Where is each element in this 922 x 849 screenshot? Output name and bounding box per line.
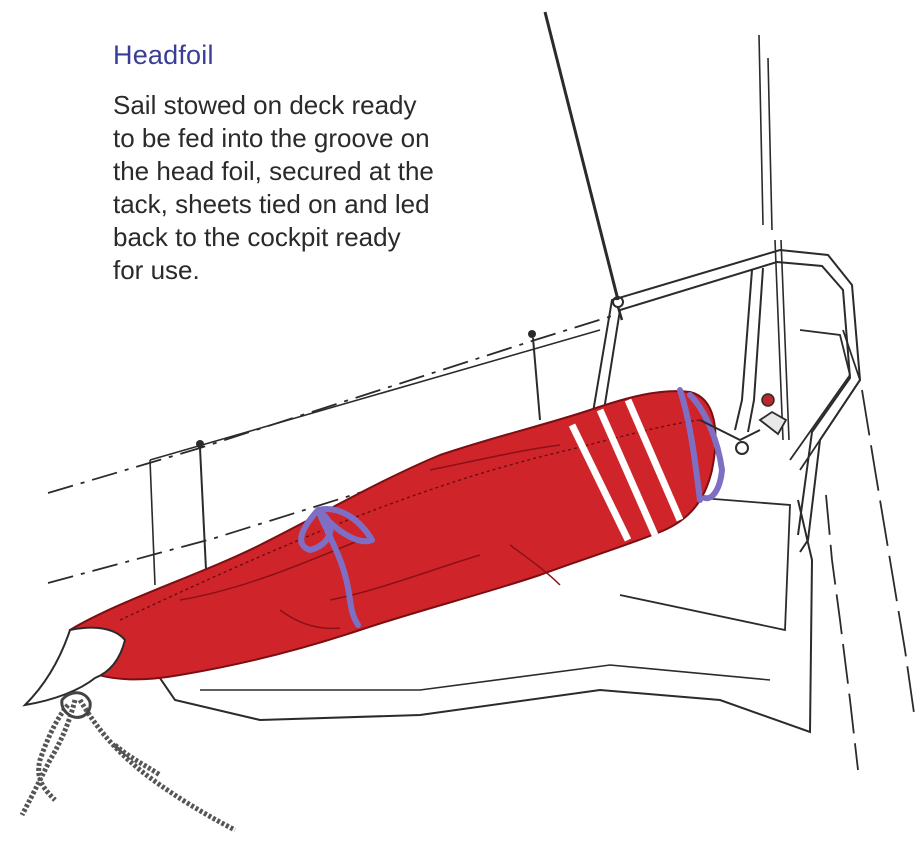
forestay-wire (545, 12, 618, 300)
caption-line: tack, sheets tied on and led (113, 188, 513, 221)
hull-line-right-b (862, 390, 915, 720)
pulpit-leg-a (735, 270, 752, 430)
stanchion-mid-top (528, 330, 536, 338)
caption-title: Headfoil (113, 40, 513, 71)
sheet-rope-1 (22, 700, 75, 815)
hull-line-right-a (826, 495, 858, 770)
foredeck-inner (200, 665, 770, 690)
stanchion-mid (533, 338, 540, 420)
sheet-rope-2 (80, 700, 235, 830)
caption-body: Sail stowed on deck ready to be fed into… (113, 89, 513, 287)
caption-line: the head foil, secured at the (113, 155, 513, 188)
caption-line: to be fed into the groove on (113, 122, 513, 155)
caption-line: for use. (113, 254, 513, 287)
caption-block: Headfoil Sail stowed on deck ready to be… (113, 40, 513, 287)
caption-line: back to the cockpit ready (113, 221, 513, 254)
sail-bag (70, 391, 716, 679)
head-shackle (736, 442, 748, 454)
mast-line-right (768, 58, 772, 230)
deck-edge-left (150, 460, 155, 585)
tack-shackle (762, 394, 774, 406)
caption-line: Sail stowed on deck ready (113, 89, 513, 122)
mast-line-left (759, 35, 763, 225)
